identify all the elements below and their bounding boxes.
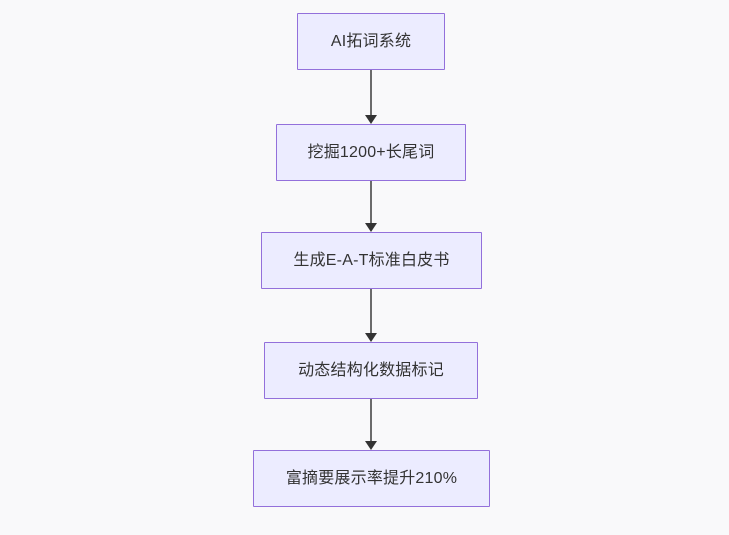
- arrowhead-icon: [365, 441, 377, 450]
- flow-node-label: AI拓词系统: [330, 32, 412, 50]
- arrowhead-icon: [365, 115, 377, 124]
- flow-node-generate-eat-whitepaper[interactable]: 生成E-A-T标准白皮书: [261, 232, 482, 289]
- flow-node-dynamic-structured-data-markup[interactable]: 动态结构化数据标记: [264, 342, 478, 399]
- flow-node-label: 富摘要展示率提升210%: [285, 469, 458, 487]
- flow-node-label: 生成E-A-T标准白皮书: [293, 251, 450, 269]
- flow-node-ai-keyword-system[interactable]: AI拓词系统: [297, 13, 445, 70]
- arrowhead-icon: [365, 333, 377, 342]
- flow-node-label: 挖掘1200+长尾词: [307, 143, 435, 161]
- flow-node-label: 动态结构化数据标记: [298, 361, 444, 379]
- flow-node-rich-snippet-impression-lift[interactable]: 富摘要展示率提升210%: [253, 450, 490, 507]
- edge-line: [370, 289, 372, 333]
- flow-node-mine-longtail-keywords[interactable]: 挖掘1200+长尾词: [276, 124, 466, 181]
- edge-line: [370, 181, 372, 223]
- flow-edge-3: [364, 289, 378, 342]
- flow-edge-2: [364, 181, 378, 232]
- flow-edge-4: [364, 398, 378, 450]
- edge-line: [370, 70, 372, 115]
- arrowhead-icon: [365, 223, 377, 232]
- edge-line: [370, 398, 372, 441]
- flow-edge-1: [364, 70, 378, 124]
